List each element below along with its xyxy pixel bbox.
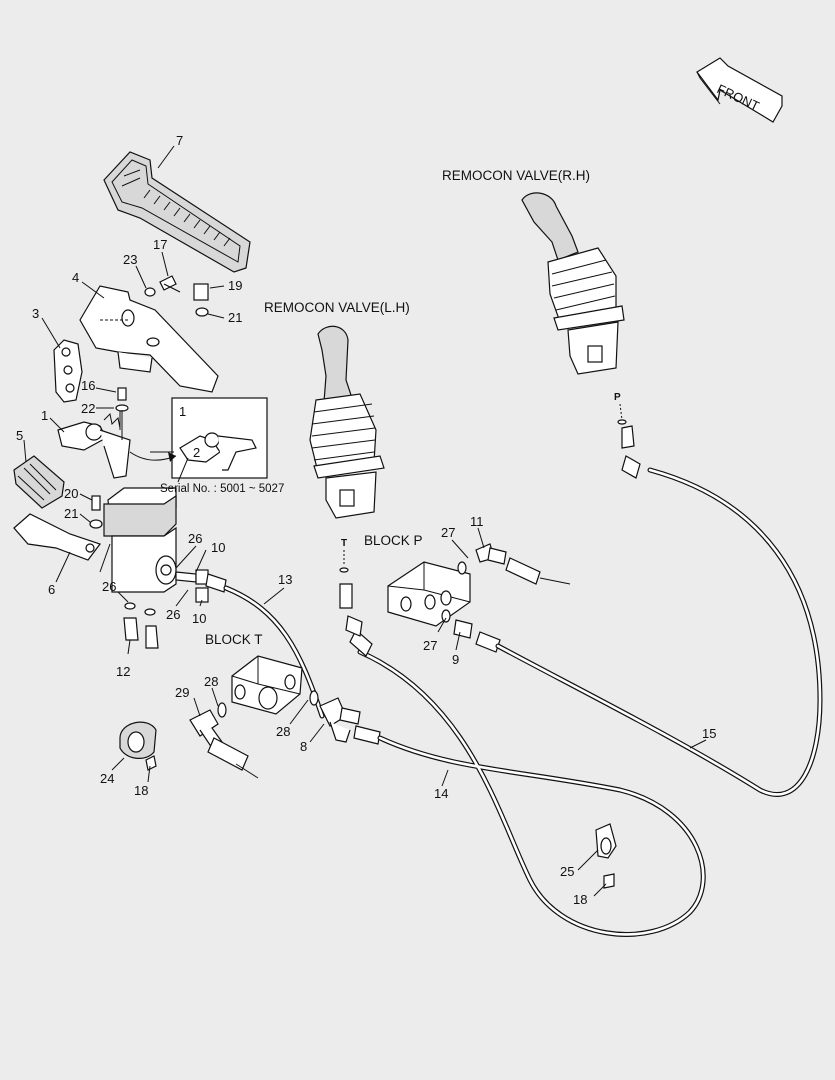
callout-20: 20 (64, 486, 78, 501)
callout-25: 25 (560, 864, 574, 879)
callout-26a: 26 (188, 531, 202, 546)
callout-11: 11 (470, 514, 484, 529)
valve-fittings (123, 569, 227, 649)
callout-16: 16 (81, 378, 95, 393)
remocon-rh-label: REMOCON VALVE(R.H) (442, 168, 590, 183)
callout-23: 23 (123, 252, 137, 267)
callout-21a: 21 (228, 310, 242, 325)
serial-label: Serial No. : 5001 ~ 5027 (160, 483, 284, 495)
hose-15 (475, 455, 823, 797)
pedal-valve-body (103, 487, 177, 593)
callout-21b: 21 (64, 506, 78, 521)
callout-9: 9 (452, 652, 459, 667)
fitting-29 (189, 709, 259, 779)
callout-5: 5 (16, 428, 23, 443)
leader-lines (23, 145, 707, 897)
port-t-label: T (341, 538, 347, 549)
callout-12: 12 (116, 664, 130, 679)
callout-4: 4 (72, 270, 79, 285)
pedal-pad (13, 455, 101, 561)
callout-17: 17 (153, 237, 167, 252)
callout-10a: 10 (211, 540, 225, 555)
callout-26c: 26 (166, 607, 180, 622)
callout-2: 2 (193, 445, 200, 460)
callout-29: 29 (175, 685, 189, 700)
remocon-lh-label: REMOCON VALVE(L.H) (264, 300, 410, 315)
fitting-9 (453, 619, 473, 639)
callout-6: 6 (48, 582, 55, 597)
joystick-right-icon: P (521, 192, 635, 449)
callout-28a: 28 (204, 674, 218, 689)
pedal-unit (57, 410, 131, 479)
callout-27b: 27 (423, 638, 437, 653)
callout-19: 19 (228, 278, 242, 293)
joystick-icon: T (309, 325, 385, 637)
block-p (387, 561, 471, 627)
callout-10b: 10 (192, 611, 206, 626)
callout-7: 7 (176, 133, 183, 148)
callout-26b: 26 (102, 579, 116, 594)
clamp-25-icon (595, 823, 617, 889)
callout-18a: 18 (134, 783, 148, 798)
callout-13: 13 (278, 572, 292, 587)
hose-14 (349, 629, 706, 937)
small-screws (89, 387, 129, 529)
callout-22: 22 (81, 401, 95, 416)
fitting-11 (475, 543, 571, 585)
pedal-bracket (79, 285, 219, 393)
front-arrow-icon: FRONT (696, 57, 783, 123)
block-t-label: BLOCK T (205, 632, 263, 647)
callout-14: 14 (434, 786, 448, 801)
fitting-8 (319, 697, 361, 743)
callout-3: 3 (32, 306, 39, 321)
block-p-label: BLOCK P (364, 533, 423, 548)
block-t (217, 655, 319, 718)
callout-24: 24 (100, 771, 114, 786)
callout-1b: 1 (179, 404, 186, 419)
port-p-label: P (614, 392, 621, 403)
callout-18b: 18 (573, 892, 587, 907)
serial-inset (129, 397, 268, 479)
callout-15: 15 (702, 726, 716, 741)
callout-27a: 27 (441, 525, 455, 540)
callout-8: 8 (300, 739, 307, 754)
bolt-icon (144, 275, 209, 317)
side-bracket (53, 339, 83, 403)
callout-1a: 1 (41, 408, 48, 423)
callout-28b: 28 (276, 724, 290, 739)
pedal-cover (103, 151, 251, 273)
clamp-icon (119, 721, 157, 771)
